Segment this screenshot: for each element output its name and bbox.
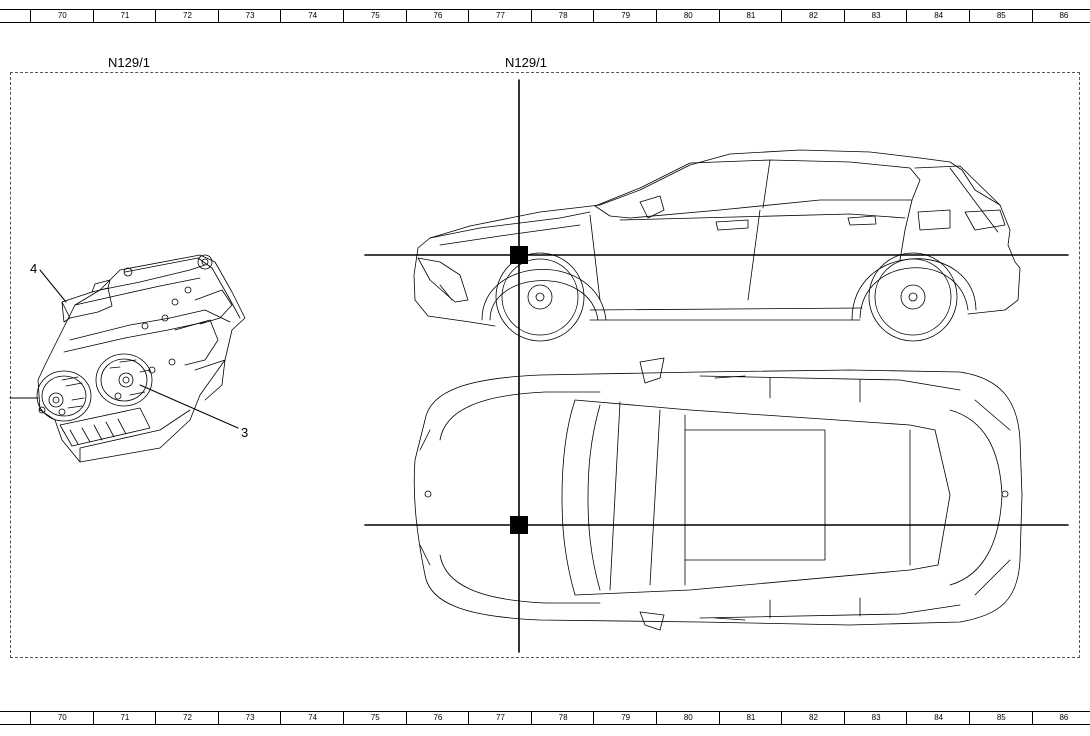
ruler-cell: 81 [718,712,783,724]
ruler-cell: 81 [718,10,783,22]
ruler-cell: 84 [906,10,970,22]
location-marker-side-icon [510,246,528,264]
ruler-cell: 72 [155,10,219,22]
ruler-cell: 83 [843,10,908,22]
car-top-view [413,357,1023,631]
ruler-cell: 86 [1031,10,1090,22]
ruler-cell: 70 [30,10,94,22]
ruler-cell: 71 [92,712,157,724]
ruler-cell: 72 [155,712,219,724]
ruler-cell: 82 [781,712,845,724]
control-unit-drawing [9,254,246,463]
diagram-frame [10,72,1080,658]
ruler-cell: 79 [593,712,657,724]
location-title: N129/1 [505,55,547,70]
ruler-cell: 78 [530,712,595,724]
ruler-cell: 74 [280,10,344,22]
ruler-cell: 75 [343,10,407,22]
ruler-cell: 76 [405,10,470,22]
callout-3: 3 [241,425,249,440]
ruler-cell: 73 [217,712,282,724]
ruler-cell: 83 [843,712,908,724]
ruler-cell: 86 [1031,712,1090,724]
ruler-cell: 79 [593,10,657,22]
location-crosshairs [364,79,1069,653]
ruler-cell: 73 [217,10,282,22]
ruler-cell: 70 [30,712,94,724]
location-marker-top-icon [510,516,528,534]
ruler-cell: 77 [468,712,532,724]
ruler-cell: 71 [92,10,157,22]
ruler-cell: 85 [969,10,1033,22]
ruler-cell: 74 [280,712,344,724]
callout-4: 4 [30,261,38,276]
ruler-cell: 80 [656,10,720,22]
car-side-view [413,149,1021,342]
ruler-cell: 75 [343,712,407,724]
ruler-cell: 84 [906,712,970,724]
ruler-cell: 78 [530,10,595,22]
ruler-cell: 85 [969,712,1033,724]
component-title: N129/1 [108,55,150,70]
ruler-cell: 76 [405,712,470,724]
ruler-cell: 80 [656,712,720,724]
ruler-cell: 82 [781,10,845,22]
ruler-cell: 77 [468,10,532,22]
